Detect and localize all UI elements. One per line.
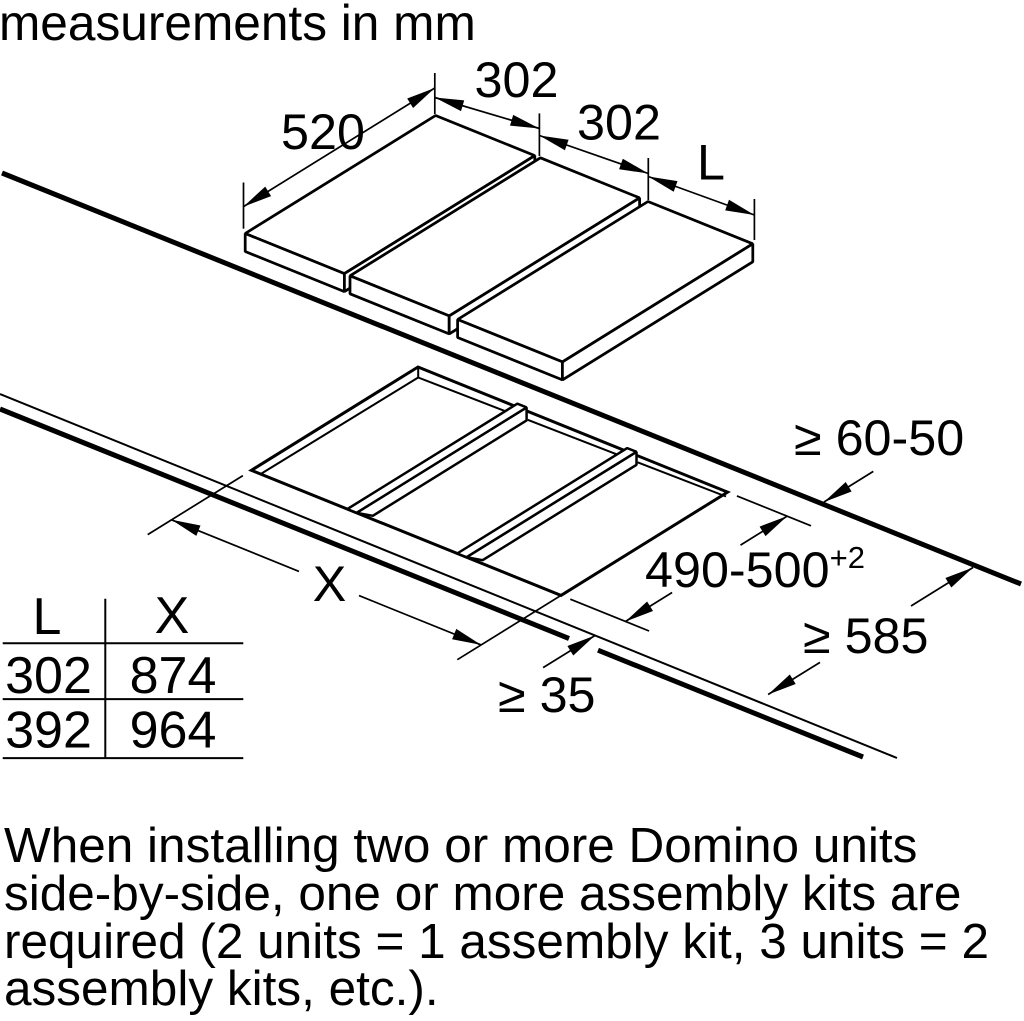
svg-text:302: 302	[577, 94, 661, 151]
svg-text:X: X	[155, 587, 190, 645]
svg-text:≥ 60-50: ≥ 60-50	[794, 409, 964, 466]
svg-text:≥ 35: ≥ 35	[498, 666, 596, 723]
svg-text:L: L	[33, 588, 62, 646]
svg-text:302: 302	[5, 647, 92, 705]
svg-text:X: X	[313, 555, 347, 612]
svg-text:≥ 585: ≥ 585	[803, 607, 929, 664]
svg-text:302: 302	[475, 51, 559, 108]
svg-text:required (2 units = 1 assembly: required (2 units = 1 assembly kit, 3 un…	[4, 914, 989, 969]
svg-text:964: 964	[130, 702, 217, 760]
svg-text:392: 392	[5, 702, 92, 760]
svg-text:measurements in mm: measurements in mm	[0, 0, 476, 51]
svg-text:874: 874	[130, 647, 217, 705]
svg-text:490-500+2: 490-500+2	[645, 540, 865, 598]
svg-text:520: 520	[281, 103, 365, 160]
svg-text:assembly kits, etc.).: assembly kits, etc.).	[4, 961, 439, 1016]
svg-text:side-by-side, one or more asse: side-by-side, one or more assembly kits …	[4, 866, 961, 921]
svg-text:L: L	[697, 134, 725, 191]
svg-text:When installing two or more Do: When installing two or more Domino units	[4, 818, 917, 873]
